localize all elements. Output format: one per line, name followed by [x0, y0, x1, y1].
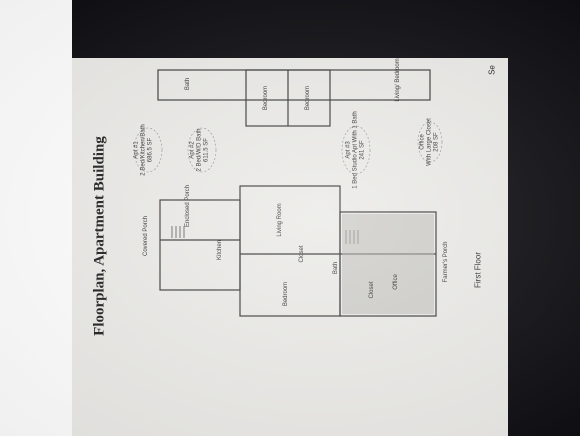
floorplan-paper	[72, 58, 508, 436]
room-living-bedroom: Living/ Bedroom	[395, 58, 401, 102]
apt3-name: Apt #3	[345, 141, 352, 159]
top-strip-walls	[157, 69, 431, 101]
apt2-callout-outline	[187, 127, 217, 173]
apt2-area: 611.5 SF	[203, 138, 210, 162]
room-covered-porch: Covered Porch	[143, 215, 149, 257]
apt1-desc: 2 Bed/Kitchen/Bath	[140, 124, 147, 176]
room-office: Office	[393, 274, 399, 290]
office-desc: With Large Closet	[426, 118, 433, 166]
main-living-walls	[239, 185, 341, 317]
room-bath-top: Bath	[185, 77, 191, 91]
apt1-name: Apt #1	[133, 141, 140, 159]
room-enclosed-porch: Enclosed Porch	[185, 184, 191, 228]
office-callout: Office With Large Closet 208 SF	[420, 118, 441, 166]
office-walls	[339, 211, 437, 317]
apt2-desc: 2 Bed/W/D Bath	[196, 128, 203, 172]
room-bedroom-a: Bedroom	[263, 85, 269, 111]
apt1-area: 686.5 SF	[147, 137, 154, 163]
room-bath: Bath	[333, 261, 339, 275]
room-office-closet: Closet	[369, 281, 375, 299]
room-kitchen: Kitchen	[217, 239, 223, 261]
apt1-callout-outline	[133, 127, 163, 173]
apt3-area: 241 SF	[359, 140, 366, 160]
apt2-name: Apt #2	[189, 141, 196, 159]
floor-label: First Floor	[473, 252, 483, 288]
apt2-callout: Apt #2 2 Bed/W/D Bath 611.5 SF	[190, 128, 211, 171]
office-floor-texture	[342, 214, 434, 314]
office-name: Office	[419, 134, 426, 150]
room-living: Living Room	[277, 203, 283, 237]
room-bedroom-b: Bedroom	[305, 85, 311, 111]
apt3-callout: Apt #3 1 Bed Studio Apt With 1 Bath 241 …	[346, 111, 367, 188]
office-callout-outline	[417, 121, 443, 163]
corner-text: Se	[487, 65, 497, 75]
kitchen-porch-walls	[159, 199, 241, 291]
apt1-callout: Apt #1 2 Bed/Kitchen/Bath 686.5 SF	[134, 124, 155, 175]
dark-background-top	[72, 0, 580, 58]
room-closet: Closet	[299, 245, 305, 263]
dark-background-right	[508, 0, 580, 436]
office-area: 208 SF	[433, 132, 440, 152]
room-farmers-porch: Farmer's Porch	[443, 241, 449, 283]
room-bedroom: Bedroom	[283, 281, 289, 307]
apt3-callout-outline	[341, 125, 371, 175]
apt3-desc: 1 Bed Studio Apt With 1 Bath	[352, 111, 359, 189]
